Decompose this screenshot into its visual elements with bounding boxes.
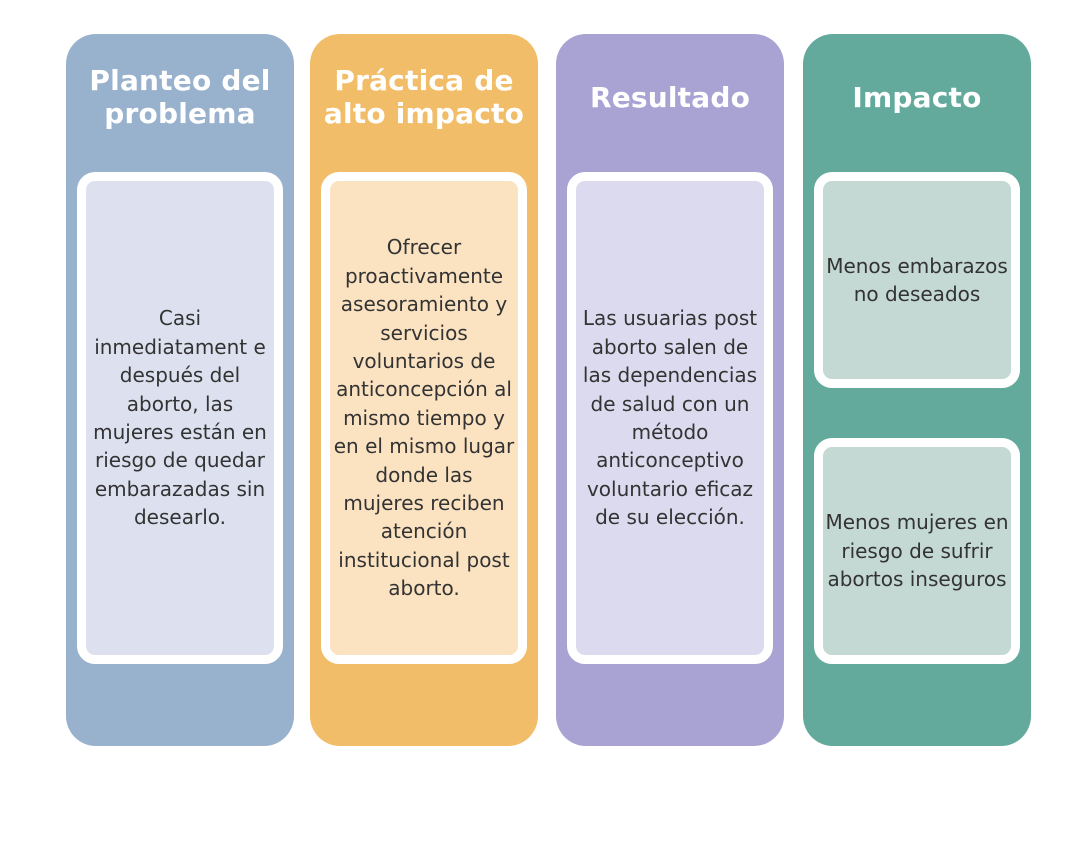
problem-card: Casi inmediatament e después del aborto,… [77, 172, 283, 664]
card-text: Casi inmediatament e después del aborto,… [93, 306, 267, 530]
column-title: Resultado [589, 80, 751, 114]
impact-card-abortos: Menos mujeres en riesgo de sufrir aborto… [814, 438, 1020, 664]
column-title: Planteo del problema [89, 64, 271, 130]
column-title: Práctica de alto impacto [323, 64, 525, 130]
column-practica-de-alto-impacto: Práctica de alto impacto Ofrecer proacti… [310, 34, 538, 746]
column-planteo-del-problema: Planteo del problema Casi inmediatament … [66, 34, 294, 746]
impact-card-embarazos: Menos embarazos no deseados [814, 172, 1020, 388]
column-title: Impacto [852, 80, 982, 114]
card-text: Ofrecer proactivamente asesoramiento y s… [333, 235, 515, 601]
result-card: Las usuarias post aborto salen de las de… [567, 172, 773, 664]
card-text: Las usuarias post aborto salen de las de… [582, 306, 758, 530]
card-text: Menos embarazos no deseados [826, 253, 1008, 306]
column-resultado: Resultado Las usuarias post aborto salen… [556, 34, 784, 746]
card-text: Menos mujeres en riesgo de sufrir aborto… [825, 510, 1009, 592]
practice-card: Ofrecer proactivamente asesoramiento y s… [321, 172, 527, 664]
column-impacto: Impacto Menos embarazos no deseados Meno… [803, 34, 1031, 746]
